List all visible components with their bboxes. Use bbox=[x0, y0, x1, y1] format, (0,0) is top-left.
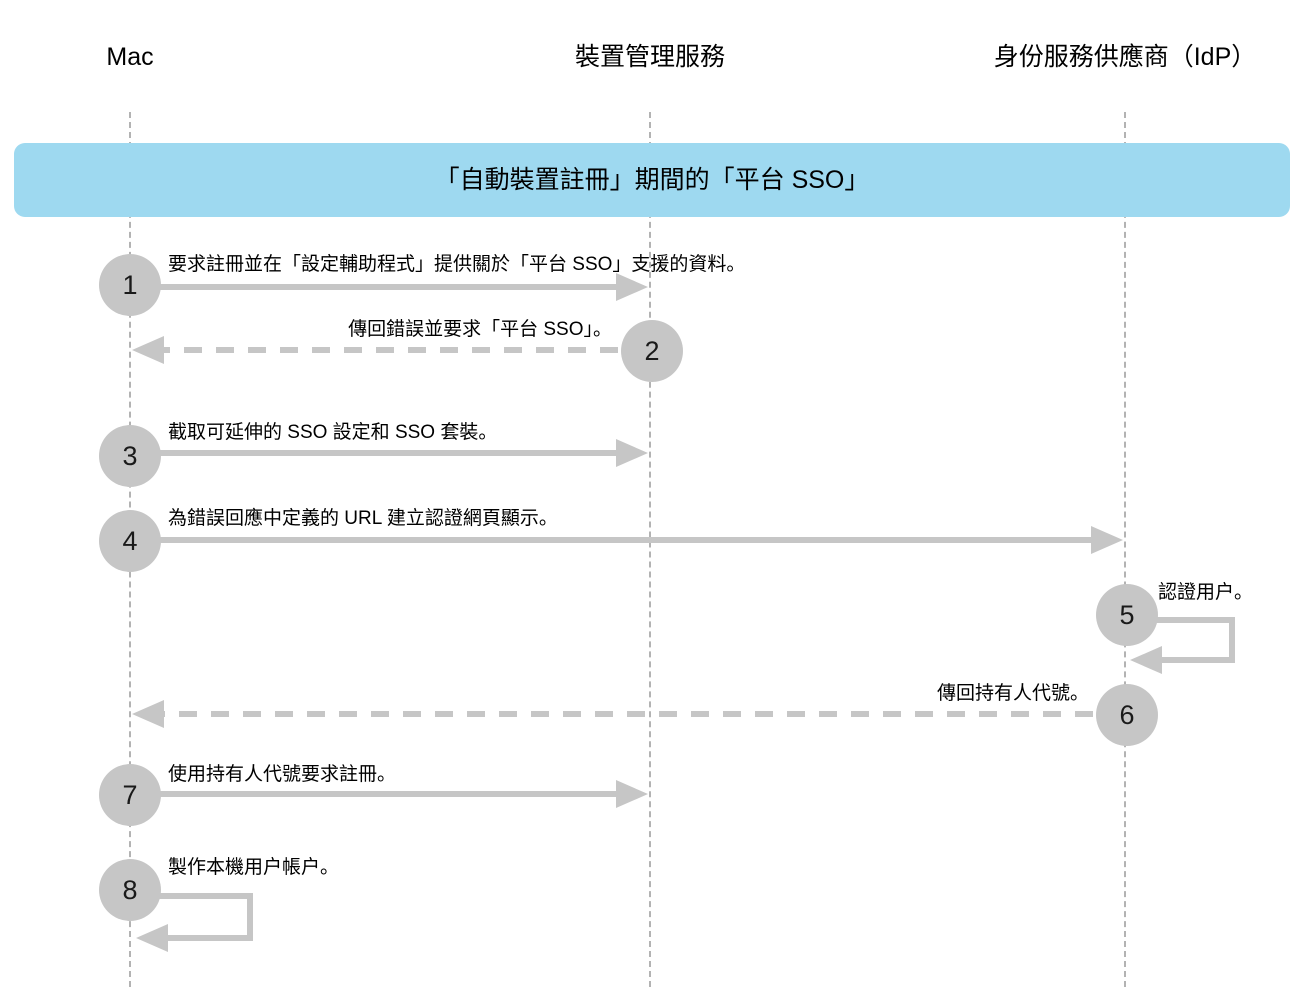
step-bubble-5[interactable]: 5 bbox=[1096, 584, 1158, 646]
lifeline-identity-provider bbox=[1124, 112, 1128, 987]
step-bubble-6[interactable]: 6 bbox=[1096, 684, 1158, 746]
column-header-mac: Mac bbox=[106, 43, 154, 71]
step-bubble-7[interactable]: 7 bbox=[99, 764, 161, 826]
step-bubble-4[interactable]: 4 bbox=[99, 510, 161, 572]
step-bubble-2[interactable]: 2 bbox=[621, 320, 683, 382]
step-bubble-8[interactable]: 8 bbox=[99, 859, 161, 921]
column-header-device-management-service: 裝置管理服務 bbox=[574, 43, 726, 71]
message-label-6: 傳回持有人代號。 bbox=[936, 683, 1089, 704]
step-bubble-3[interactable]: 3 bbox=[99, 425, 161, 487]
message-label-3: 截取可延伸的 SSO 設定和 SSO 套裝。 bbox=[168, 422, 498, 443]
message-label-5: 認證用户。 bbox=[1158, 582, 1254, 603]
message-label-8: 製作本機用户帳户。 bbox=[168, 857, 340, 878]
phase-banner-label: 「自動裝置註冊」期間的「平台 SSO」 bbox=[434, 166, 870, 194]
step-bubble-1[interactable]: 1 bbox=[99, 254, 161, 316]
message-label-7: 使用持有人代號要求註冊。 bbox=[168, 764, 397, 785]
column-header-identity-provider: 身份服務供應商（IdP） bbox=[993, 43, 1257, 71]
message-label-4: 為錯誤回應中定義的 URL 建立認證網頁顯示。 bbox=[168, 508, 558, 529]
lifeline-device-management-service bbox=[649, 112, 653, 987]
message-label-1: 要求註冊並在「設定輔助程式」提供關於「平台 SSO」支援的資料。 bbox=[168, 254, 746, 275]
phase-banner: 「自動裝置註冊」期間的「平台 SSO」 bbox=[14, 143, 1290, 217]
message-label-2: 傳回錯誤並要求「平台 SSO」。 bbox=[348, 319, 612, 340]
